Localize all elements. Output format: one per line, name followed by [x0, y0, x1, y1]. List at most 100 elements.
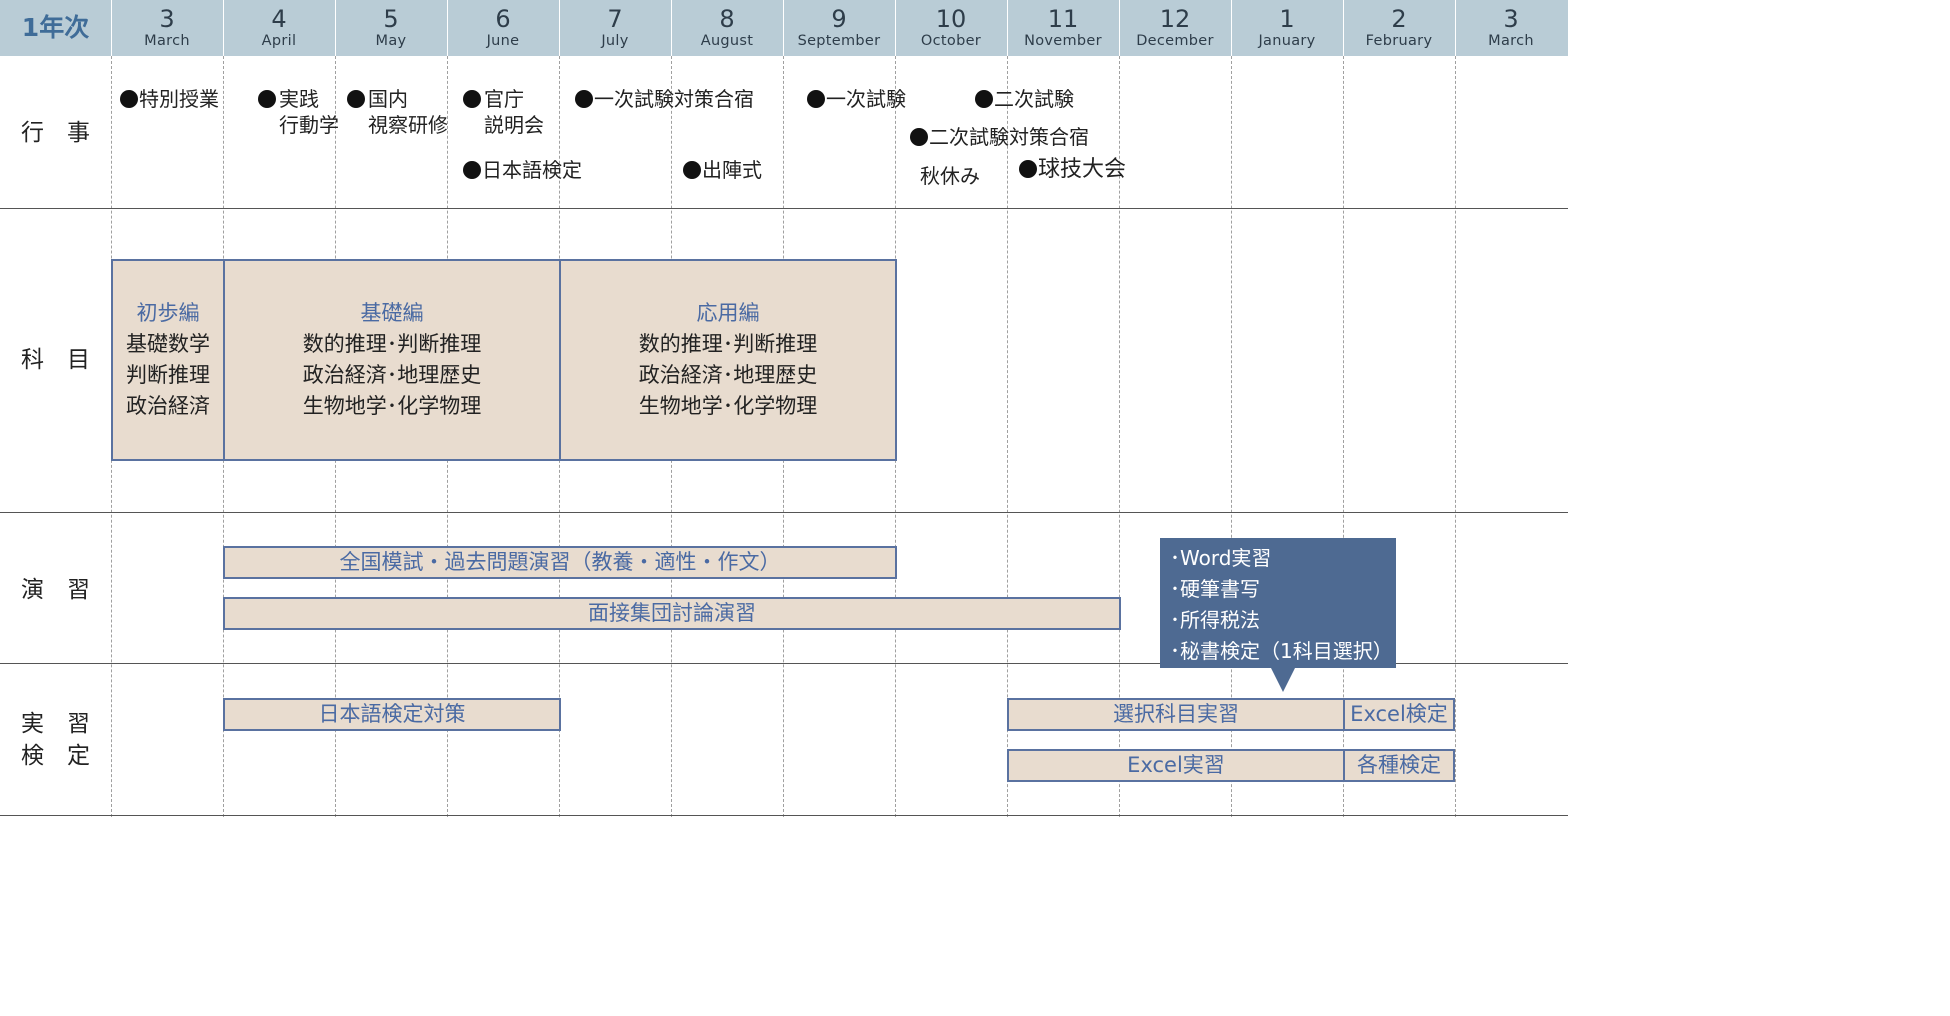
month-number: 3	[1503, 5, 1519, 33]
callout-item: ･所得税法	[1170, 608, 1260, 632]
month-name: August	[700, 33, 754, 49]
row-separator	[0, 815, 1568, 816]
row-separator	[0, 663, 1568, 664]
month-number: 4	[271, 5, 287, 33]
subject-item: 数的推理･判断推理	[638, 332, 818, 356]
subject-content-beginner: 初歩編 基礎数学 判断推理 政治経済	[111, 298, 225, 422]
month-name: June	[486, 33, 520, 49]
header-band	[0, 0, 1568, 56]
header-divider	[223, 0, 224, 56]
header-divider	[1119, 0, 1120, 56]
row-separator	[0, 208, 1568, 209]
subject-box-beginner	[111, 259, 225, 461]
month-name: November	[1024, 33, 1102, 49]
header-divider	[783, 0, 784, 56]
event-text: 実践 行動学	[279, 87, 339, 137]
header-divider	[447, 0, 448, 56]
event-item: 一次試験対策合宿	[575, 86, 754, 112]
subject-item: 生物地学･化学物理	[638, 394, 818, 418]
subject-title: 初歩編	[136, 301, 200, 325]
month-name: September	[797, 33, 881, 49]
month-number: 12	[1159, 5, 1191, 33]
event-item	[347, 86, 366, 112]
practice-bar-interview: 面接集団討論演習	[223, 597, 1121, 630]
callout-item: ･硬筆書写	[1170, 577, 1260, 601]
month-number: 8	[719, 5, 735, 33]
bullet-dot-icon	[975, 90, 993, 108]
month-name: July	[601, 33, 629, 49]
header-divider	[1343, 0, 1344, 56]
month-name: January	[1258, 33, 1316, 49]
event-item	[463, 86, 482, 112]
header-divider	[1455, 0, 1456, 56]
month-name: December	[1136, 33, 1214, 49]
month-number: 9	[831, 5, 847, 33]
bullet-dot-icon	[575, 90, 593, 108]
callout-pointer	[1271, 668, 1295, 692]
row-label-training: 実 習 検 定	[21, 711, 90, 769]
bullet-dot-icon	[347, 90, 365, 108]
bullet-dot-icon	[120, 90, 138, 108]
subject-title: 応用編	[696, 301, 760, 325]
subject-item: 数的推理･判断推理	[302, 332, 482, 356]
bullet-dot-icon	[910, 128, 928, 146]
row-separator	[0, 512, 1568, 513]
row-label-events: 行 事	[21, 120, 90, 146]
header-divider	[1007, 0, 1008, 56]
event-item: 日本語検定	[463, 157, 582, 183]
subject-box-applied	[559, 259, 897, 461]
month-number: 3	[159, 5, 175, 33]
month-number: 1	[1279, 5, 1295, 33]
event-item: 出陣式	[683, 157, 762, 183]
row-label-subjects: 科 目	[21, 347, 90, 373]
month-name: March	[1488, 33, 1534, 49]
month-name: March	[144, 33, 190, 49]
event-text: 秋休み	[920, 164, 980, 188]
row-label-practice: 演 習	[21, 577, 90, 603]
header-divider	[895, 0, 896, 56]
month-gridline	[1231, 56, 1232, 817]
month-name: February	[1365, 33, 1433, 49]
month-gridline	[1119, 56, 1120, 817]
event-item: 特別授業	[120, 86, 219, 112]
event-item: 球技大会	[1019, 157, 1126, 183]
training-bar-elective: 選択科目実習	[1007, 698, 1345, 731]
header-divider	[1231, 0, 1232, 56]
training-bar-japanese-test: 日本語検定対策	[223, 698, 561, 731]
subject-item: 判断推理	[126, 363, 210, 387]
month-number: 6	[495, 5, 511, 33]
event-text: 国内 視察研修	[368, 87, 448, 137]
practice-bar-mock-exams: 全国模試・過去問題演習（教養・適性・作文）	[223, 546, 897, 579]
callout-item: ･秘書検定（1科目選択）	[1170, 639, 1393, 663]
subject-item: 政治経済	[126, 394, 210, 418]
month-name: April	[261, 33, 297, 49]
bullet-dot-icon	[463, 90, 481, 108]
month-gridline	[1343, 56, 1344, 817]
subject-item: 基礎数学	[126, 332, 210, 356]
bullet-dot-icon	[683, 161, 701, 179]
month-number: 5	[383, 5, 399, 33]
header-divider	[671, 0, 672, 56]
subject-content-basic: 基礎編 数的推理･判断推理 政治経済･地理歴史 生物地学･化学物理	[223, 298, 561, 422]
training-bar-excel-test: Excel検定	[1343, 698, 1455, 731]
header-divider	[559, 0, 560, 56]
month-number: 2	[1391, 5, 1407, 33]
event-item: 二次試験	[975, 86, 1074, 112]
header-divider	[335, 0, 336, 56]
subject-title: 基礎編	[360, 301, 424, 325]
elective-callout: ･Word実習 ･硬筆書写 ･所得税法 ･秘書検定（1科目選択）	[1160, 538, 1396, 668]
month-name: May	[375, 33, 407, 49]
event-item: 一次試験	[807, 86, 906, 112]
subject-item: 生物地学･化学物理	[302, 394, 482, 418]
